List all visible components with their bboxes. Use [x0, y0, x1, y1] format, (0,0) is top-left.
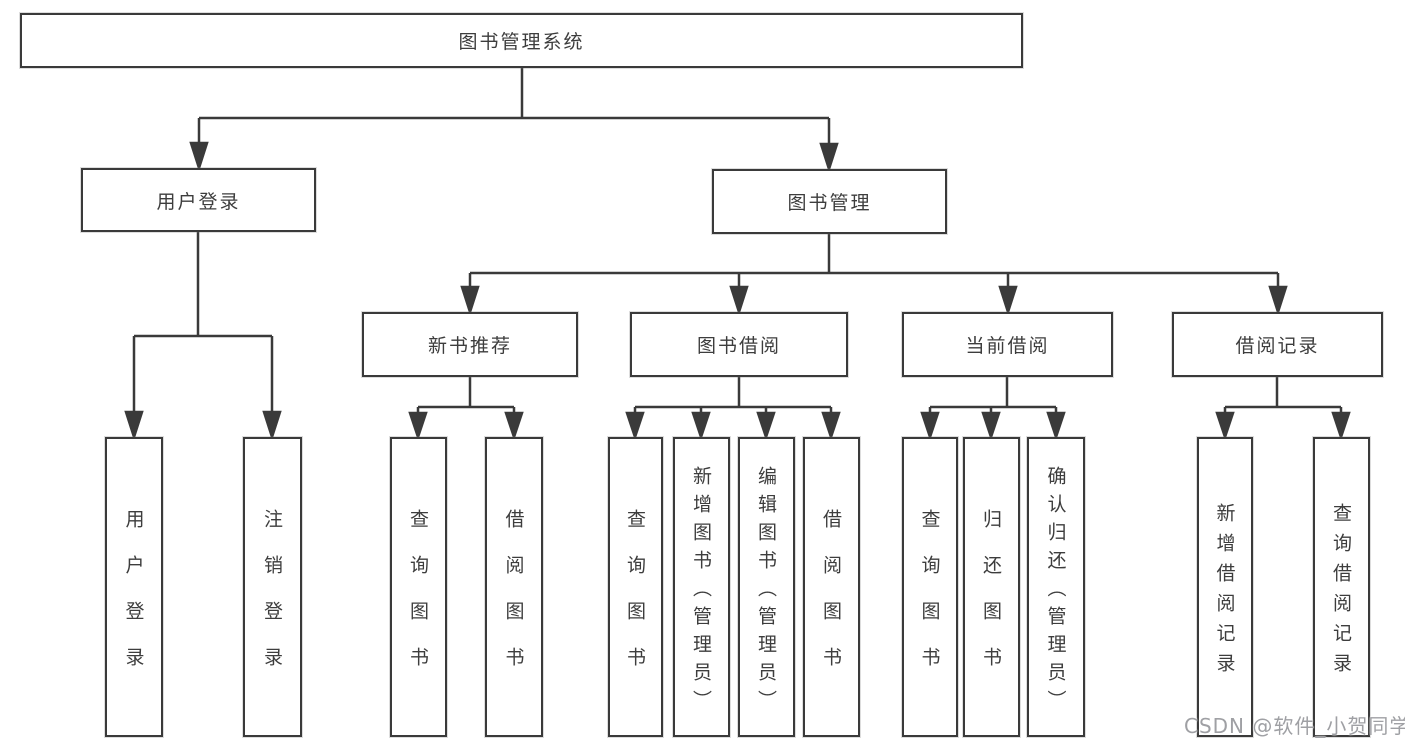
- connector-new-book-recommend-children: [408, 377, 524, 441]
- leaf-confirm-return-admin-label: 确认归还（管理员）: [1044, 465, 1067, 718]
- arrowhead: [981, 411, 1001, 441]
- leaf-borrow-book-1: 借阅图书: [485, 437, 543, 737]
- connector-root-to-level2: [189, 68, 839, 174]
- connector-borrow-record-children: [1215, 377, 1351, 441]
- node-current-borrow: 当前借阅: [902, 312, 1113, 377]
- leaf-return-book-label: 归还图书: [980, 508, 1002, 693]
- node-user-login-label: 用户登录: [156, 190, 241, 213]
- arrowhead: [262, 410, 282, 442]
- arrowhead: [729, 285, 749, 317]
- connector-book-management-children: [460, 234, 1288, 317]
- arrowhead: [998, 285, 1018, 317]
- csdn-watermark: CSDN @软件_小贺同学: [1184, 714, 1405, 738]
- arrowhead: [920, 411, 940, 441]
- arrowhead: [1046, 411, 1066, 441]
- arrowhead: [189, 141, 209, 173]
- node-new-book-recommend-label: 新书推荐: [427, 335, 512, 357]
- leaf-query-book-3: 查询图书: [902, 437, 958, 737]
- connector-current-borrow-children: [920, 377, 1066, 441]
- arrowhead: [1268, 285, 1288, 317]
- leaf-borrow-book-1-label: 借阅图书: [502, 508, 525, 693]
- leaf-query-book-2: 查询图书: [608, 437, 663, 737]
- leaf-add-book-admin-label: 新增图书（管理员）: [690, 465, 712, 718]
- leaf-user-login: 用户登录: [105, 437, 163, 737]
- node-book-borrow: 图书借阅: [630, 312, 848, 377]
- leaf-add-borrow-record: 新增借阅记录: [1197, 437, 1253, 737]
- arrowhead: [821, 411, 841, 441]
- arrowhead: [691, 411, 711, 441]
- leaf-add-book-admin: 新增图书（管理员）: [673, 437, 730, 737]
- leaf-query-book-2-label: 查询图书: [624, 508, 646, 693]
- node-new-book-recommend: 新书推荐: [362, 312, 578, 377]
- arrowhead: [408, 411, 428, 441]
- leaf-confirm-return-admin: 确认归还（管理员）: [1027, 437, 1085, 737]
- arrowhead: [504, 411, 524, 441]
- leaf-edit-book-admin-label: 编辑图书（管理员）: [755, 465, 777, 718]
- node-book-borrow-label: 图书借阅: [696, 335, 781, 357]
- leaf-user-login-label: 用户登录: [122, 508, 145, 693]
- arrowhead: [1215, 411, 1235, 441]
- leaf-return-book: 归还图书: [963, 437, 1020, 737]
- leaf-borrow-book-2: 借阅图书: [803, 437, 860, 737]
- node-root: 图书管理系统: [20, 13, 1023, 68]
- node-current-borrow-label: 当前借阅: [965, 335, 1050, 357]
- arrowhead: [819, 142, 839, 174]
- leaf-edit-book-admin: 编辑图书（管理员）: [738, 437, 795, 737]
- leaf-logout: 注销登录: [243, 437, 302, 737]
- leaf-query-book-1-label: 查询图书: [407, 508, 429, 693]
- connector-book-borrow-children: [625, 377, 841, 441]
- connector-user-login-children: [124, 232, 282, 442]
- leaf-query-book-1: 查询图书: [390, 437, 447, 737]
- node-borrow-record-label: 借阅记录: [1235, 335, 1320, 357]
- arrowhead: [1331, 411, 1351, 441]
- leaf-query-book-3-label: 查询图书: [918, 508, 941, 693]
- node-root-label: 图书管理系统: [458, 31, 585, 53]
- arrowhead: [460, 285, 480, 317]
- arrowhead: [124, 410, 144, 442]
- arrowhead: [756, 411, 776, 441]
- leaf-query-borrow-record: 查询借阅记录: [1313, 437, 1370, 737]
- leaf-logout-label: 注销登录: [261, 508, 283, 693]
- arrowhead: [625, 411, 645, 441]
- leaf-add-borrow-record-label: 新增借阅记录: [1213, 502, 1236, 683]
- node-book-management-label: 图书管理: [787, 192, 872, 214]
- leaf-borrow-book-2-label: 借阅图书: [820, 508, 842, 693]
- node-book-management: 图书管理: [712, 169, 947, 234]
- node-borrow-record: 借阅记录: [1172, 312, 1383, 377]
- node-user-login: 用户登录: [81, 168, 316, 232]
- leaf-query-borrow-record-label: 查询借阅记录: [1330, 502, 1352, 683]
